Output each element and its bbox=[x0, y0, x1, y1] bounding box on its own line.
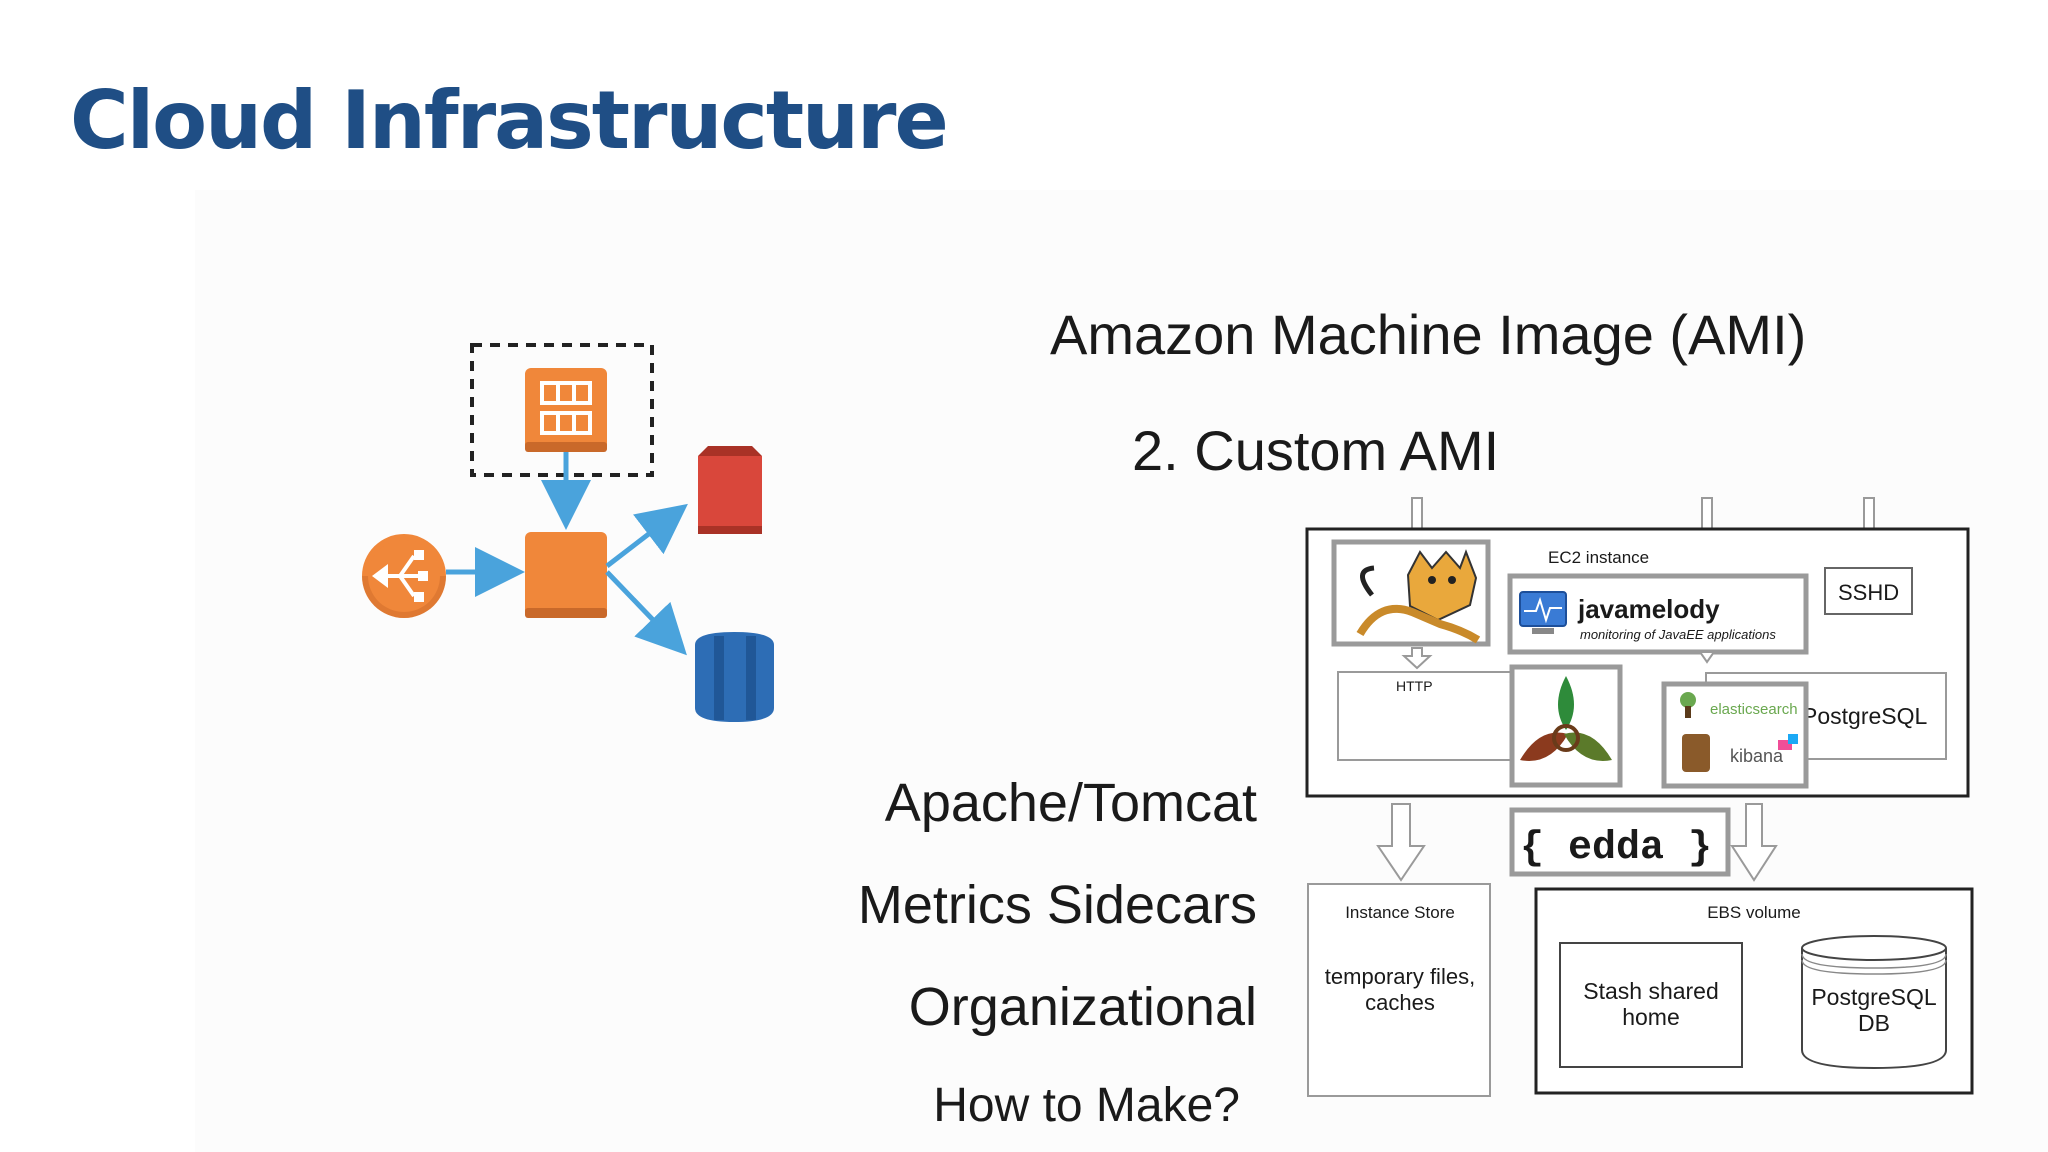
instance-store-body-line2: caches bbox=[1365, 990, 1435, 1015]
label-organizational: Organizational bbox=[908, 977, 1257, 1037]
arrow-ec2-to-s3 bbox=[605, 503, 688, 568]
ec2-instance-icon bbox=[525, 532, 607, 618]
s3-bucket-icon bbox=[698, 446, 762, 534]
sshd-box bbox=[1824, 567, 1913, 615]
auto-scaling-group-icon bbox=[525, 368, 607, 452]
arrow-ec2-to-rds bbox=[605, 570, 687, 656]
javamelody-logo bbox=[1507, 573, 1809, 655]
ami-stack-diagram: EC2 instance javamelody monitoring of Ja… bbox=[1305, 497, 1974, 1097]
elasticsearch-kibana-logo bbox=[1661, 681, 1809, 789]
rds-database-icon bbox=[695, 632, 774, 722]
http-box bbox=[1337, 671, 1513, 761]
ami-heading: Amazon Machine Image (AMI) bbox=[1050, 303, 1807, 366]
auto-scaling-group-boundary bbox=[470, 343, 654, 477]
arrow-to-instance-store bbox=[1376, 803, 1426, 882]
sshd-label: SSHD bbox=[1838, 580, 1899, 605]
label-how-to-make: How to Make? bbox=[933, 1079, 1240, 1132]
ami-subheading: 2. Custom AMI bbox=[1132, 419, 1500, 482]
stash-shared-home-box bbox=[1559, 942, 1743, 1068]
edda-label: { edda } bbox=[1520, 826, 1712, 871]
instance-store-title: Instance Store bbox=[1345, 903, 1455, 922]
javamelody-tagline: monitoring of JavaEE applications bbox=[1580, 627, 1776, 642]
label-apache-tomcat: Apache/Tomcat bbox=[884, 773, 1257, 833]
instance-store-box bbox=[1307, 883, 1491, 1097]
organizational-logo bbox=[1509, 664, 1623, 788]
instance-store-body-line1: temporary files, bbox=[1325, 964, 1475, 989]
ebs-volume-title: EBS volume bbox=[1707, 903, 1801, 922]
load-balancer-icon bbox=[362, 534, 446, 618]
aws-architecture-diagram bbox=[362, 343, 774, 722]
tomcat-down-arrow bbox=[1401, 647, 1433, 670]
ec2-instance-label: EC2 instance bbox=[1548, 548, 1649, 567]
javamelody-down-arrow bbox=[1698, 651, 1716, 664]
edda-box bbox=[1509, 807, 1731, 877]
postgresql-db-line2: DB bbox=[1858, 1010, 1890, 1036]
tomcat-logo bbox=[1331, 539, 1491, 647]
stash-shared-home-line1: Stash shared bbox=[1583, 978, 1719, 1004]
label-metrics-sidecars: Metrics Sidecars bbox=[857, 875, 1257, 935]
postgresql-db-line1: PostgreSQL bbox=[1811, 984, 1936, 1010]
elasticsearch-label: elasticsearch bbox=[1710, 701, 1798, 718]
postgresql-label: PostgreSQL bbox=[1802, 703, 1927, 729]
kibana-label: kibana bbox=[1730, 746, 1784, 766]
arrow-to-ebs-volume bbox=[1730, 803, 1778, 882]
http-label: HTTP bbox=[1396, 678, 1433, 694]
slide-title: Cloud Infrastructure bbox=[70, 74, 949, 167]
stash-shared-home-line2: home bbox=[1622, 1004, 1680, 1030]
postgresql-db-cylinder bbox=[1801, 935, 1947, 1070]
javamelody-name: javamelody bbox=[1577, 594, 1720, 624]
